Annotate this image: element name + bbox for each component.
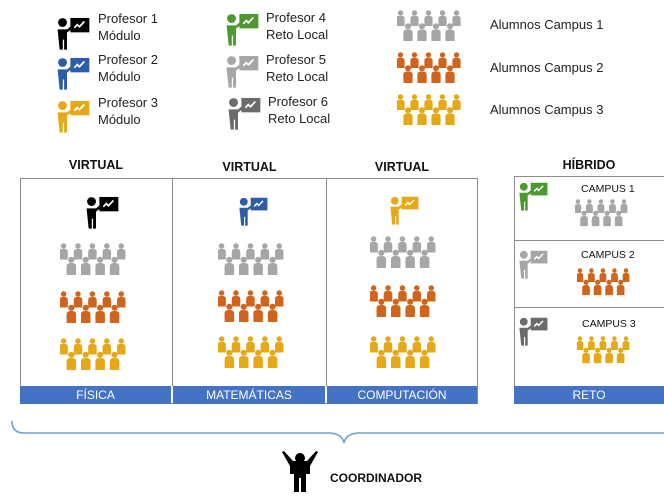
students-group-icon bbox=[396, 94, 465, 126]
teacher-icon bbox=[56, 56, 90, 90]
coordinator-label: COORDINADOR bbox=[330, 471, 422, 485]
students-group-icon bbox=[369, 236, 440, 269]
students-group-icon bbox=[59, 243, 130, 276]
teacher-icon bbox=[518, 249, 548, 279]
module-bar-reto: RETO bbox=[514, 386, 664, 404]
conductor-icon bbox=[282, 451, 318, 492]
legend-students-3: Alumnos Campus 3 bbox=[490, 102, 604, 117]
students-group-icon bbox=[59, 291, 130, 324]
teacher-icon bbox=[227, 96, 261, 130]
campus-label-1: CAMPUS 1 bbox=[581, 183, 635, 195]
campus-label-2: CAMPUS 2 bbox=[581, 249, 635, 261]
column-heading-hibrido: HÍBRIDO bbox=[562, 158, 616, 172]
students-group-icon bbox=[369, 285, 440, 318]
column-divider bbox=[172, 178, 173, 386]
teacher-icon bbox=[225, 54, 259, 88]
column-heading-fisica: VIRTUAL bbox=[68, 158, 124, 172]
students-group-icon bbox=[369, 336, 440, 369]
module-bar-computacion: COMPUTACIÓN bbox=[327, 386, 477, 404]
students-group-icon bbox=[217, 336, 288, 369]
students-group-icon bbox=[396, 52, 465, 84]
students-group-icon bbox=[217, 290, 288, 323]
students-group-icon bbox=[217, 243, 288, 276]
column-divider bbox=[326, 178, 327, 386]
campus-divider bbox=[514, 240, 664, 241]
students-group-icon bbox=[59, 338, 130, 371]
students-group-icon bbox=[576, 268, 633, 296]
campus-label-3: CAMPUS 3 bbox=[582, 318, 636, 330]
students-group-icon bbox=[574, 199, 631, 227]
teacher-icon bbox=[518, 316, 548, 346]
module-bar-matematicas: MATEMÁTICAS bbox=[173, 386, 325, 404]
teacher-icon bbox=[518, 181, 548, 211]
brace bbox=[11, 420, 664, 444]
teacher-icon bbox=[238, 196, 268, 226]
teacher-icon bbox=[225, 12, 259, 46]
students-group-icon bbox=[396, 10, 465, 42]
teacher-icon bbox=[85, 195, 119, 229]
teacher-icon bbox=[56, 16, 90, 50]
teacher-icon bbox=[389, 195, 419, 225]
column-heading-matematicas: VIRTUAL bbox=[222, 160, 277, 174]
module-bar-fisica: FÍSICA bbox=[20, 386, 171, 404]
students-group-icon bbox=[576, 336, 633, 364]
legend-students-2: Alumnos Campus 2 bbox=[490, 60, 604, 75]
teacher-icon bbox=[56, 99, 90, 133]
legend-students-1: Alumnos Campus 1 bbox=[490, 17, 604, 32]
column-heading-computacion: VIRTUAL bbox=[374, 160, 430, 174]
campus-divider bbox=[514, 307, 664, 308]
